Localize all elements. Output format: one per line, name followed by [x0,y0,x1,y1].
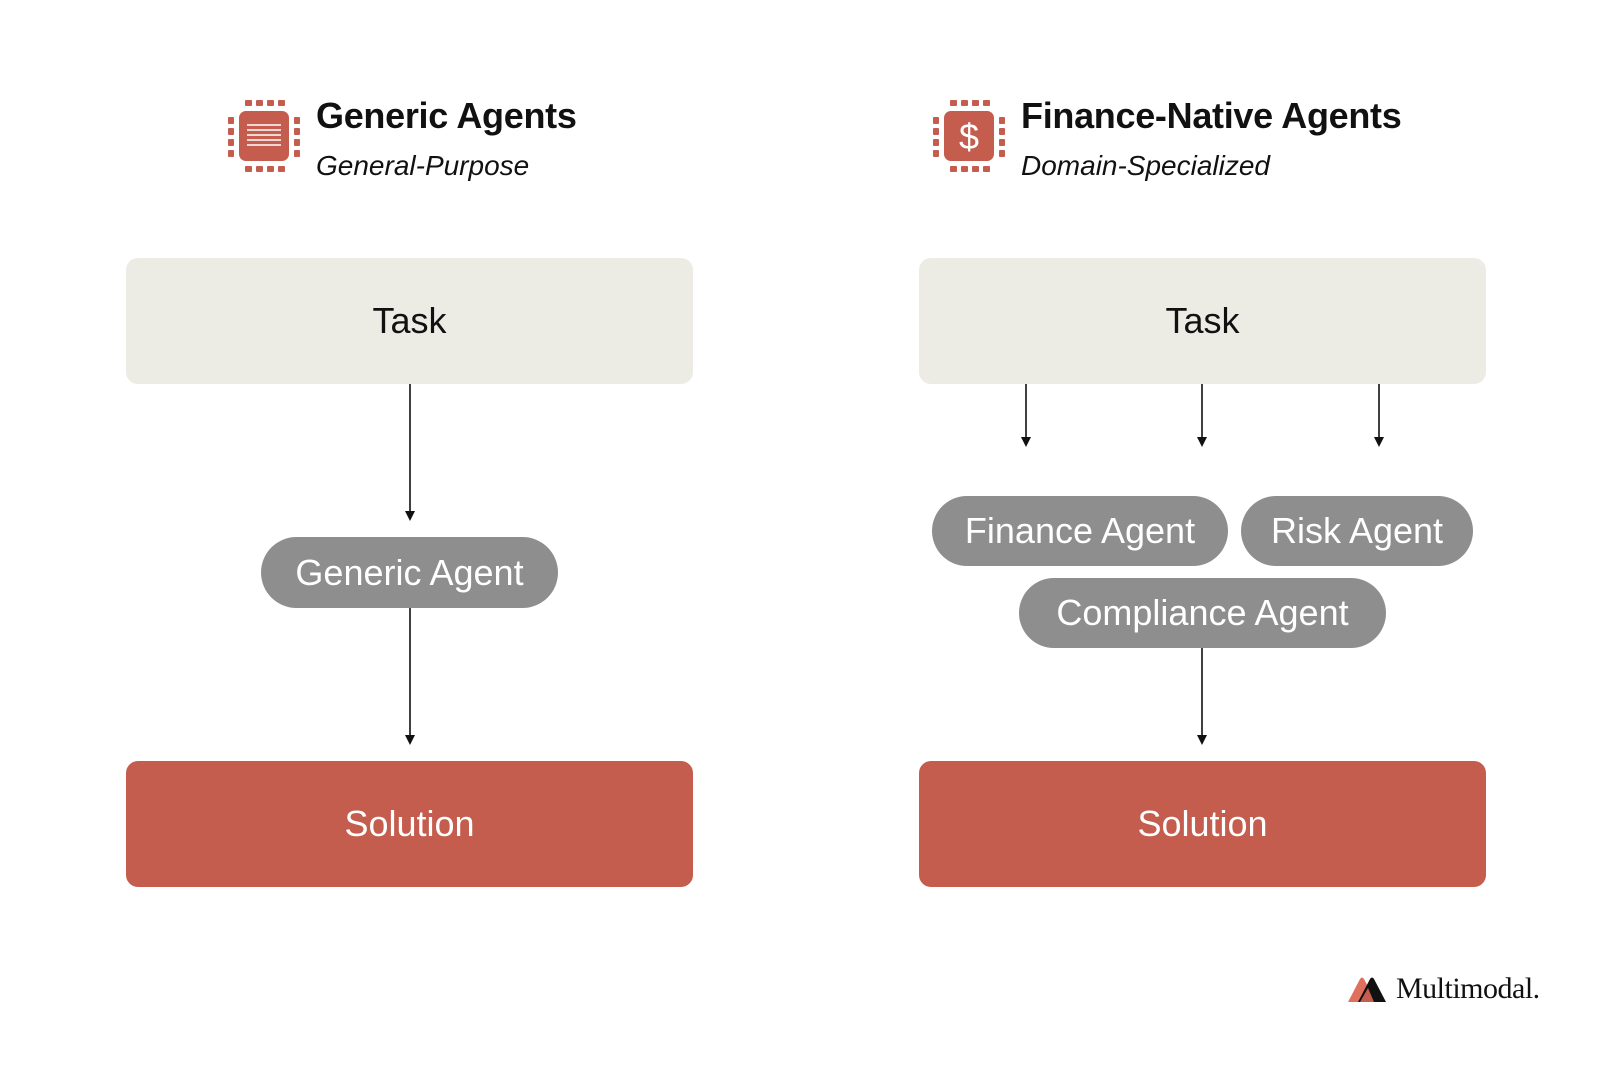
section-subtitle-left: General-Purpose [316,150,530,181]
compliance-agent-pill: Compliance Agent [1019,578,1386,648]
task-box-right: Task [919,258,1486,384]
section-title-right: Finance-Native Agents [1021,95,1402,136]
generic-agent-pill: Generic Agent [261,537,558,608]
section-title-left: Generic Agents [316,95,577,136]
multimodal-logo: Multimodal. [1348,972,1540,1006]
generic-agents-header: Generic Agents General-Purpose [226,94,577,184]
multimodal-logo-icon [1348,977,1386,1002]
svg-text:$: $ [959,116,979,157]
solution-box-right: Solution [919,761,1486,887]
task-box-left: Task [126,258,693,384]
finance-agent-pill: Finance Agent [932,496,1228,566]
section-subtitle-right: Domain-Specialized [1021,150,1271,181]
cpu-chip-icon [228,100,300,172]
logo-text: Multimodal. [1396,972,1540,1005]
risk-agent-pill: Risk Agent [1241,496,1473,566]
solution-box-left: Solution [126,761,693,887]
finance-native-agents-header: $ Finance-Native Agents Domain-Specializ… [931,94,1402,184]
dollar-chip-icon: $ [933,100,1005,172]
